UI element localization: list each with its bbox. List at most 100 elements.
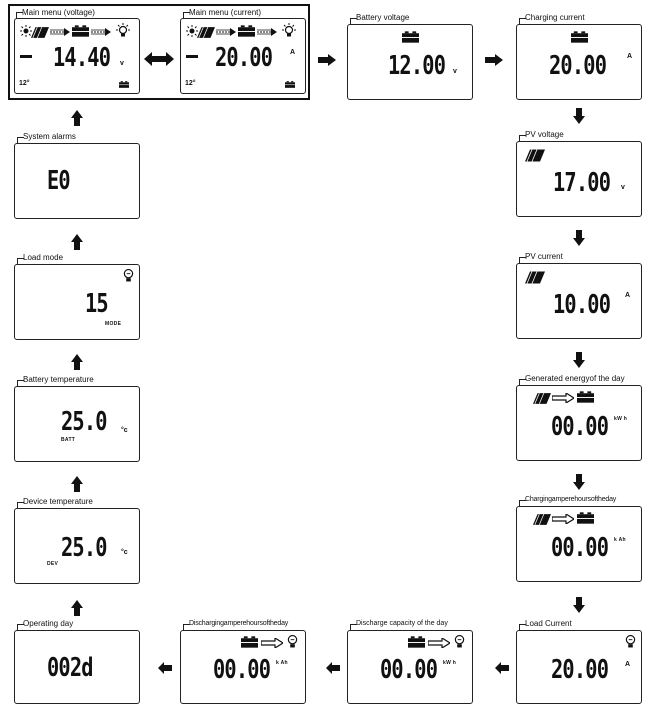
title-tick — [519, 379, 526, 386]
arrow-left-icon — [495, 662, 509, 674]
lcd-panel-pv-current: 10.00 A — [516, 263, 642, 339]
lcd-panel-generated-energy: 00.00 kW h — [516, 385, 642, 461]
battery-icon — [571, 31, 588, 43]
load-bulb-icon — [625, 635, 636, 648]
battery-small-icon — [119, 81, 129, 88]
solar-panel-icon — [533, 393, 551, 404]
device-temperature-value: 25.0 — [61, 533, 108, 563]
arrow-up-icon — [71, 234, 83, 250]
battery-temperature-value: 25.0 — [61, 407, 108, 437]
flow-arrow-icon — [257, 28, 277, 36]
load-bulb-icon — [287, 635, 298, 648]
arrow-up-icon — [71, 600, 83, 616]
discharging-ah-value: 00.00 — [213, 655, 271, 685]
flow-arrow-icon — [216, 28, 236, 36]
load-current-value: 20.00 — [551, 655, 609, 685]
title-tick — [519, 624, 526, 631]
hollow-arrow-icon — [552, 393, 574, 403]
panel-title-battery-voltage: Battery voltage — [356, 13, 410, 22]
solar-panel-icon — [525, 149, 545, 162]
device-tag: DEV — [47, 561, 59, 567]
pv-current-unit: A — [625, 292, 631, 299]
arrow-left-icon — [158, 662, 172, 674]
title-tick — [16, 12, 23, 19]
load-current-unit: A — [625, 661, 631, 668]
lcd-panel-pv-voltage: 17.00 v — [516, 141, 642, 217]
flow-arrow-icon — [50, 28, 70, 36]
lcd-panel-discharge-capacity: 00.00 kW h — [347, 630, 473, 704]
flow-arrow-icon — [91, 28, 111, 36]
lcd-panel-load-mode: 15 MODE — [14, 264, 140, 340]
arrow-down-icon — [573, 230, 585, 246]
lcd-panel-operating-day: 002d — [14, 630, 140, 704]
main-voltage-unit: v — [120, 60, 124, 67]
arrow-left-icon — [326, 662, 340, 674]
system-voltage-label: 12° — [185, 80, 196, 87]
arrow-down-icon — [573, 352, 585, 368]
title-tick — [17, 137, 24, 144]
main-current-unit: A — [290, 49, 296, 56]
lcd-panel-battery-voltage: 12.00 v — [347, 24, 473, 100]
double-arrow-icon — [144, 52, 174, 66]
title-tick — [183, 624, 190, 631]
charging-current-unit: A — [627, 53, 633, 60]
hollow-arrow-icon — [261, 638, 283, 648]
battery-icon — [577, 391, 594, 403]
solar-panel-icon — [31, 27, 49, 38]
battery-level-segments — [186, 55, 198, 58]
battery-voltage-unit: v — [453, 68, 457, 75]
lcd-panel-system-alarms: E0 — [14, 143, 140, 219]
title-tick — [183, 12, 190, 19]
title-tick — [350, 624, 357, 631]
hollow-arrow-icon — [552, 514, 574, 524]
main-current-value: 20.00 — [215, 43, 273, 73]
panel-title-charging-ah: Chargingamperehoursoftheday — [525, 496, 617, 503]
lcd-panel-main-current: 20.00 A 12° — [180, 18, 306, 94]
pv-voltage-value: 17.00 — [553, 168, 611, 198]
load-bulb-icon — [116, 23, 130, 37]
arrow-up-icon — [71, 476, 83, 492]
panel-title-discharging-ah: Dischargingamperehoursoftheday — [189, 620, 289, 627]
panel-title-load-current: Load Current — [525, 619, 572, 628]
solar-panel-icon — [525, 271, 545, 284]
arrow-right-icon — [485, 54, 503, 66]
lcd-panel-discharging-ah: 00.00 k Ah — [180, 630, 306, 704]
title-tick — [17, 624, 24, 631]
panel-title-main-voltage: Main menu (voltage) — [22, 8, 95, 17]
solar-panel-icon — [533, 514, 551, 525]
panel-title-pv-voltage: PV voltage — [525, 130, 564, 139]
battery-small-icon — [285, 81, 295, 88]
device-temperature-unit: °c — [121, 549, 128, 556]
system-alarms-value: E0 — [47, 166, 71, 196]
solar-panel-icon — [197, 27, 215, 38]
discharge-capacity-unit: kW h — [443, 660, 457, 666]
load-bulb-icon — [454, 635, 465, 648]
arrow-down-icon — [573, 597, 585, 613]
battery-icon — [402, 31, 419, 43]
lcd-panel-device-temperature: 25.0 °c DEV — [14, 508, 140, 584]
panel-title-battery-temperature: Battery temperature — [23, 375, 94, 384]
panel-title-device-temperature: Device temperature — [23, 497, 93, 506]
discharge-capacity-value: 00.00 — [380, 655, 438, 685]
discharging-ah-unit: k Ah — [276, 660, 288, 666]
battery-icon — [238, 25, 255, 37]
lcd-panel-charging-ah: 00.00 k Ah — [516, 506, 642, 582]
battery-icon — [577, 512, 594, 524]
lcd-panel-main-voltage: 14.40 v 12° — [14, 18, 140, 94]
battery-icon — [72, 25, 89, 37]
battery-temperature-unit: °c — [121, 427, 128, 434]
charging-ah-value: 00.00 — [551, 533, 609, 563]
battery-level-segments — [20, 55, 32, 58]
title-tick — [17, 380, 24, 387]
load-bulb-icon — [282, 23, 296, 37]
panel-title-generated-energy: Generated energyof the day — [525, 374, 625, 383]
battery-icon — [241, 636, 258, 648]
panel-title-main-current: Main menu (current) — [189, 8, 262, 17]
panel-title-operating-day: Operating day — [23, 619, 74, 628]
battery-tag: BATT — [61, 437, 76, 443]
lcd-panel-load-current: 20.00 A — [516, 630, 642, 704]
charging-current-value: 20.00 — [549, 51, 607, 81]
battery-voltage-value: 12.00 — [388, 51, 446, 81]
title-tick — [519, 18, 526, 25]
battery-icon — [408, 636, 425, 648]
